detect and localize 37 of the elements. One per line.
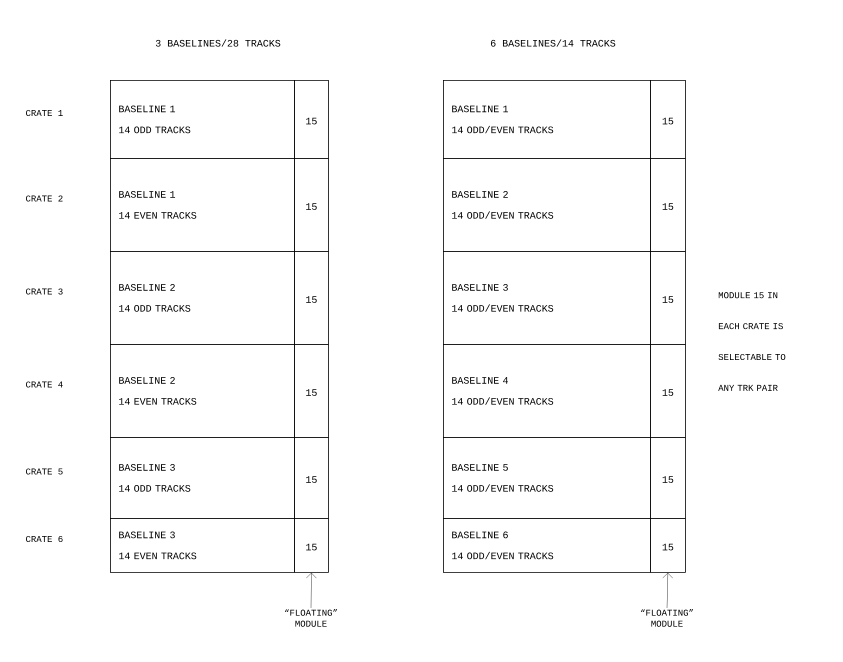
crate-label: CRATE 1 (26, 110, 63, 116)
row-box: BASELINE 1 14 EVEN TRACKS (110, 158, 295, 252)
crate-label: CRATE 5 (26, 468, 63, 475)
module-cell: 15 (294, 158, 329, 252)
module-note: “FLOATING” MODULE (284, 609, 338, 627)
module-cell: 15 (294, 436, 329, 519)
row-box: BASELINE 1 14 ODD/EVEN TRACKS (443, 80, 651, 159)
module-cell: 15 (294, 518, 329, 573)
module-cell: 15 (650, 436, 686, 519)
row-box: BASELINE 4 14 ODD/EVEN TRACKS (443, 344, 651, 438)
row-box: BASELINE 6 14 ODD/EVEN TRACKS (443, 518, 651, 573)
module-cell: 15 (650, 80, 686, 159)
arrow (662, 572, 673, 608)
module-cell: 15 (650, 344, 686, 438)
crate-label: CRATE 4 (26, 381, 63, 388)
row-box: BASELINE 2 14 ODD TRACKS (110, 250, 295, 345)
module-cell: 15 (650, 250, 686, 345)
arrow (306, 572, 317, 608)
module-cell: 15 (650, 518, 686, 573)
row-box: BASELINE 2 14 ODD/EVEN TRACKS (443, 158, 651, 252)
column-heading: 6 BASELINES/14 TRACKS (490, 39, 616, 47)
crate-label: CRATE 6 (26, 536, 63, 542)
module-cell: 15 (294, 344, 329, 438)
module-note: “FLOATING” MODULE (640, 609, 694, 627)
row-box: BASELINE 2 14 EVEN TRACKS (110, 344, 295, 438)
row-box: BASELINE 1 14 ODD TRACKS (110, 80, 295, 159)
note: MODULE 15 IN EACH CRATE IS SELECTABLE TO ANY TRK PAIR (718, 292, 786, 391)
row-box: BASELINE 5 14 ODD/EVEN TRACKS (443, 436, 651, 519)
module-cell: 15 (294, 80, 329, 159)
crate-label: CRATE 3 (26, 288, 63, 295)
row-box: BASELINE 3 14 EVEN TRACKS (110, 518, 295, 573)
row-box: BASELINE 3 14 ODD/EVEN TRACKS (443, 250, 651, 345)
module-cell: 15 (650, 158, 686, 252)
crate-label: CRATE 2 (26, 195, 63, 202)
column-heading: 3 BASELINES/28 TRACKS (156, 39, 280, 47)
module-cell: 15 (294, 250, 329, 345)
row-box: BASELINE 3 14 ODD TRACKS (110, 436, 295, 519)
